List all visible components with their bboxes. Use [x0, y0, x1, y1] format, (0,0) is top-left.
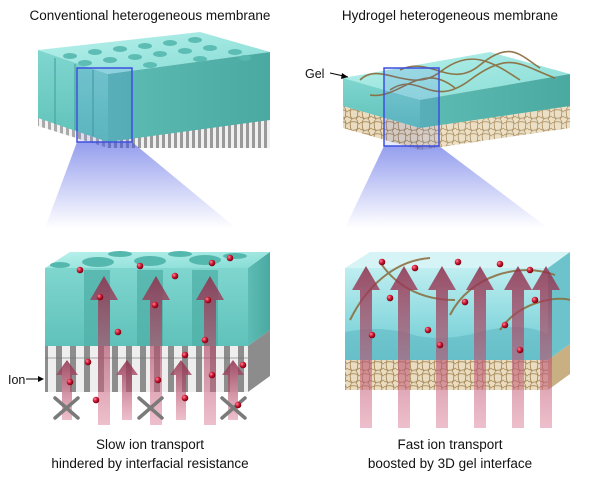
zoom-beam-right [345, 146, 548, 228]
left-title: Conventional heterogeneous membrane [29, 8, 271, 23]
magnifier-box-right [383, 67, 440, 147]
right-title: Hydrogel heterogeneous membrane [341, 8, 559, 23]
left-caption-line1: Slow ion transport [95, 437, 205, 452]
zoom-beam-left [45, 142, 236, 228]
conventional-zoomed-view [45, 251, 270, 425]
magnifier-box-left [76, 67, 133, 143]
ion-label: Ion [8, 373, 26, 387]
right-caption-line2: boosted by 3D gel interface [367, 456, 533, 471]
gel-label: Gel [305, 67, 325, 81]
conventional-membrane-block [38, 32, 270, 148]
hydrogel-zoomed-view [345, 252, 571, 428]
hydrogel-membrane-block [343, 50, 570, 150]
left-caption-line2: hindered by interfacial resistance [51, 456, 249, 471]
right-caption-line1: Fast ion transport [397, 437, 503, 452]
